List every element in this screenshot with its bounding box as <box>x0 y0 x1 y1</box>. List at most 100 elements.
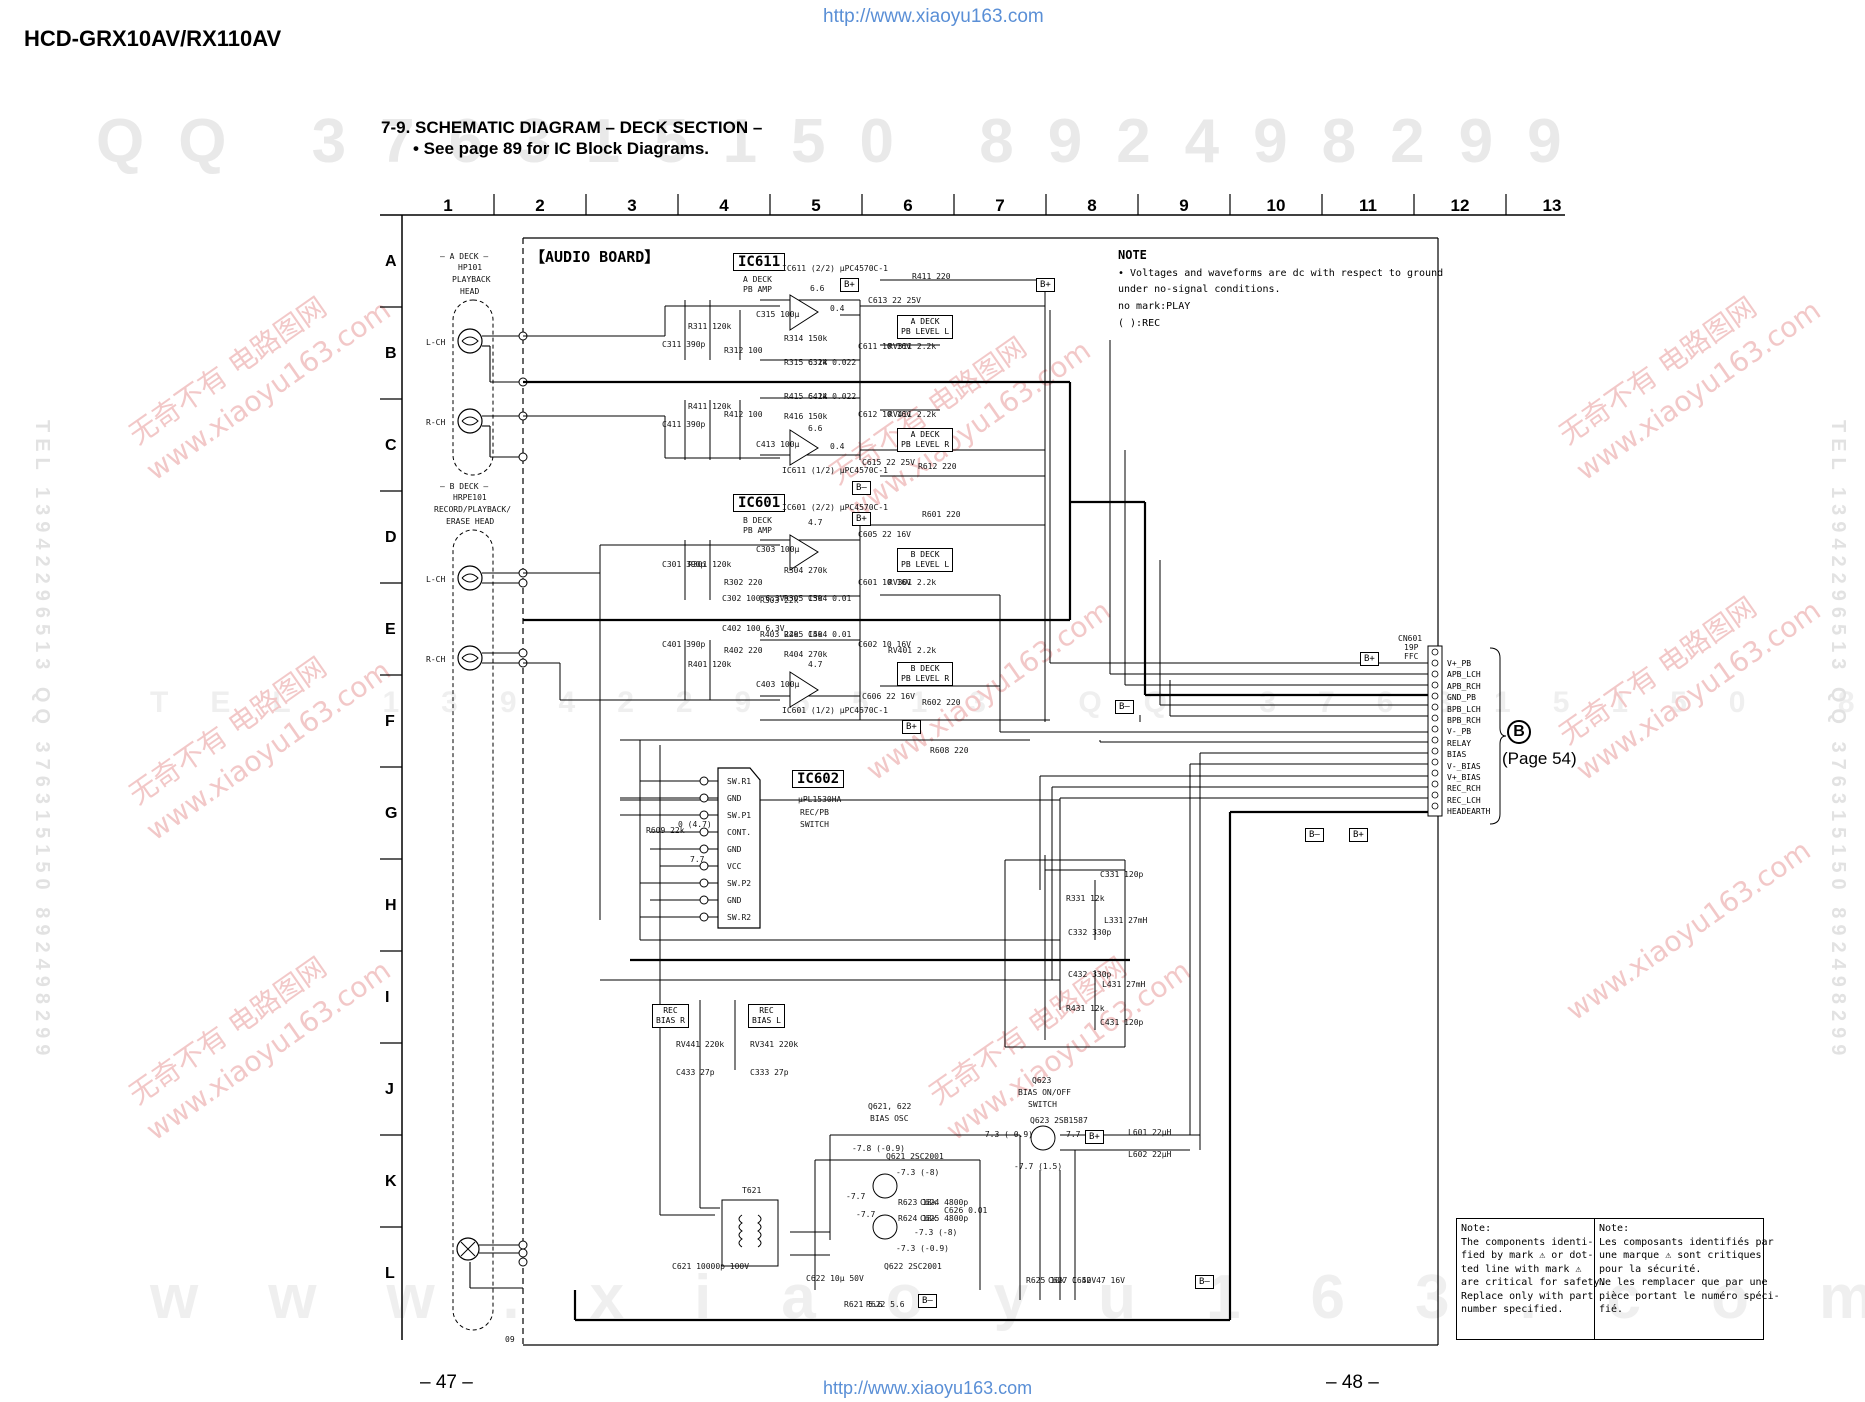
grid-row-label: C <box>385 437 397 454</box>
section-title: 7-9. SCHEMATIC DIAGRAM – DECK SECTION – <box>381 118 763 137</box>
component-label: R301 120k <box>688 560 732 569</box>
connector-target-page[interactable]: (Page 54) <box>1502 749 1577 768</box>
component-label: RV441 220k <box>676 1040 725 1049</box>
grid-col-label: 6 <box>903 196 913 215</box>
grid-row-label: L <box>385 1265 395 1282</box>
b-plus-tag: B+ <box>1085 1130 1104 1144</box>
b-deck-head-label: HRPE101 <box>453 493 487 502</box>
component-label: C605 22 16V <box>858 530 911 539</box>
component-label: C606 22 16V <box>862 692 915 701</box>
component-label: 0.4 <box>830 304 845 313</box>
lch-label: L-CH <box>426 338 446 347</box>
component-label: R411 120k <box>688 402 732 411</box>
connector-pin: REC_RCH <box>1447 784 1481 794</box>
component-label: 4.7 <box>808 660 823 669</box>
component-label: C314 0.022 <box>808 358 857 367</box>
switch-pin-label: GND <box>727 845 742 854</box>
grid-col-label: 5 <box>811 196 821 215</box>
component-label: C302 100 6.3V <box>722 594 785 603</box>
a-deck-head-label: PLAYBACK <box>452 275 491 284</box>
component-label: C301 390p <box>662 560 706 569</box>
component-label: R412 100 <box>724 410 763 419</box>
component-label: R404 270k <box>784 650 828 659</box>
component-label: R311 120k <box>688 322 732 331</box>
switch-pin-label: GND <box>727 794 742 803</box>
ic611-desc: PB AMP <box>743 285 772 294</box>
b-plus-tag: B+ <box>1349 828 1368 842</box>
q621-label: Q621, 622 <box>868 1102 912 1111</box>
top-url[interactable]: http://www.xiaoyu163.com <box>823 6 1044 27</box>
connector-pin: V+_PB <box>1447 659 1472 668</box>
bias-voltage: 7.7 <box>1066 1130 1081 1139</box>
connector-target-b[interactable]: B <box>1507 720 1531 744</box>
grid-col-label: 10 <box>1266 196 1286 215</box>
switch-pin-label: SW.P1 <box>727 811 752 820</box>
ic602-desc: SWITCH <box>800 820 829 829</box>
component-label: R402 220 <box>724 646 763 655</box>
bias-voltage: -7.3 (-0.9) <box>896 1244 949 1253</box>
ic601-desc: B DECK <box>743 516 772 525</box>
model-name: HCD-GRX10AV/RX110AV <box>24 26 282 51</box>
t621-label: T621 <box>742 1186 762 1195</box>
component-label: C403 100μ <box>756 680 800 689</box>
b-minus-tag: B– <box>918 1294 937 1308</box>
ic602-label: IC602 <box>792 770 845 788</box>
switch-pin-label: SW.P2 <box>727 879 752 888</box>
q621-label: BIAS OSC <box>870 1114 909 1123</box>
rch-label: R-CH <box>426 418 446 427</box>
component-label: C625 4800p <box>920 1214 969 1223</box>
lch-label: L-CH <box>426 575 446 584</box>
connector-pin-list: V+_PB APB_LCH APB_RCH GND_PB BPB_LCH BPB… <box>1447 658 1490 818</box>
component-label: C414 0.022 <box>808 392 857 401</box>
component-label: C411 390p <box>662 420 706 429</box>
component-label: L601 22μH <box>1128 1128 1172 1137</box>
note-title: NOTE <box>1118 248 1147 262</box>
note-line: ( ):REC <box>1118 318 1161 329</box>
component-label: C304 0.01 <box>808 594 852 603</box>
component-label: R312 100 <box>724 346 763 355</box>
connector-pin: V-_BIAS <box>1447 761 1481 771</box>
b-deck-head-label: RECORD/PLAYBACK/ <box>434 505 512 514</box>
component-label: R304 270k <box>784 566 828 575</box>
note-line: no mark:PLAY <box>1118 301 1191 312</box>
grid-col-label: 11 <box>1359 196 1377 215</box>
b-deck-head-label: — B DECK — <box>440 482 489 491</box>
ic601-desc: PB AMP <box>743 526 772 535</box>
a-deck-head-label: HEAD <box>460 287 480 296</box>
connector-pin: V+_BIAS <box>1447 773 1481 783</box>
grid-col-label: 9 <box>1179 196 1189 215</box>
note-line: under no-signal conditions. <box>1118 284 1281 295</box>
component-label: R609 22k <box>646 826 685 835</box>
connector-pin: BIAS <box>1447 750 1467 760</box>
bias-voltage: -7.3 (-8) <box>914 1228 958 1237</box>
q623-label: SWITCH <box>1028 1100 1057 1109</box>
component-label: C404 0.01 <box>808 630 852 639</box>
component-label: C433 27p <box>676 1068 715 1077</box>
safety-note-en: Note:The components identi-fied by mark … <box>1461 1223 1606 1315</box>
component-label: R411 220 <box>912 272 951 281</box>
component-label: Q621 2SC2001 <box>886 1152 944 1161</box>
a-deck-head-label: — A DECK — <box>440 252 489 261</box>
q623-label: Q623 <box>1032 1076 1052 1085</box>
component-label: C621 10000p 100V <box>672 1262 750 1271</box>
component-label: R625 10k <box>1026 1276 1065 1285</box>
grid-row-label: G <box>385 805 398 822</box>
bias-voltage: -7.3 (-0.9) <box>980 1130 1033 1139</box>
bias-voltage: -7.7 <box>846 1192 866 1201</box>
component-label: C612 10 16V <box>858 410 911 419</box>
component-label: C622 10μ 50V <box>806 1274 864 1283</box>
grid-col-label: 4 <box>719 196 729 215</box>
switch-pin-label: VCC <box>727 862 742 871</box>
grid-col-label: 13 <box>1542 196 1562 215</box>
component-label: IC601 (1/2) μPC4570C-1 <box>782 706 888 715</box>
connector-pin: BPB_LCH <box>1447 704 1481 714</box>
component-label: R405 15k <box>784 630 823 639</box>
grid-row-label: B <box>385 345 397 362</box>
bottom-url[interactable]: http://www.xiaoyu163.com <box>823 1378 1033 1398</box>
switch-pin-label: SW.R2 <box>727 913 752 922</box>
component-label: R612 220 <box>918 462 957 471</box>
